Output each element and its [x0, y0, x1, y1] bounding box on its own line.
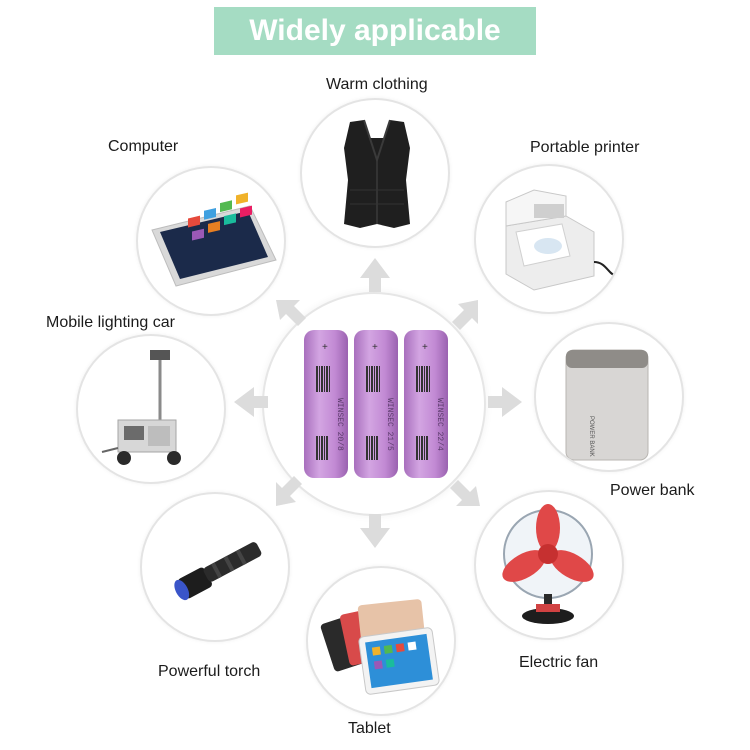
label-warm-clothing: Warm clothing: [326, 76, 428, 93]
page-title-banner: Widely applicable: [214, 7, 536, 55]
powerful-torch-image: [140, 492, 290, 642]
arrow-down-right: [450, 480, 480, 506]
arrow-left: [234, 387, 268, 417]
mobile-lighting-car-image: [76, 334, 226, 484]
arrow-up: [360, 258, 390, 292]
power-bank-image: POWER BANK: [534, 322, 684, 472]
portable-printer-image: [474, 164, 624, 314]
arrow-down-left: [276, 476, 302, 506]
tablet-image: [306, 566, 456, 716]
label-tablet: Tablet: [348, 720, 391, 737]
label-portable-printer: Portable printer: [530, 139, 640, 156]
computer-image: [136, 166, 286, 316]
arrow-up-left: [276, 300, 306, 326]
battery-cell-1: + WINSEC 20/8: [304, 330, 348, 478]
svg-text:+: +: [422, 342, 428, 353]
label-electric-fan: Electric fan: [519, 654, 599, 671]
page-title: Widely applicable: [249, 14, 501, 47]
electric-fan-image: [474, 490, 624, 640]
battery-cell-2: + WINSEC 21/5: [354, 330, 398, 478]
battery-cells-image: + WINSEC 20/8 + WINSEC 21/5 +: [262, 292, 486, 516]
svg-text:+: +: [322, 342, 328, 353]
label-mobile-lighting-car: Mobile lighting car: [46, 314, 175, 331]
label-powerful-torch: Powerful torch: [158, 663, 261, 680]
label-power-bank: Power bank: [610, 482, 695, 499]
power-bank-text: POWER BANK: [588, 416, 594, 457]
cell-2-marking: WINSEC 21/5: [385, 398, 394, 451]
warm-clothing-image: [300, 98, 450, 248]
arrow-right: [488, 387, 522, 417]
arrow-down: [360, 514, 390, 548]
svg-text:+: +: [372, 342, 378, 353]
cell-3-marking: WINSEC 22/4: [435, 398, 444, 451]
label-computer: Computer: [108, 138, 179, 155]
cell-1-marking: WINSEC 20/8: [335, 398, 344, 451]
arrow-up-right: [452, 300, 478, 330]
battery-cell-3: + WINSEC 22/4: [404, 330, 448, 478]
